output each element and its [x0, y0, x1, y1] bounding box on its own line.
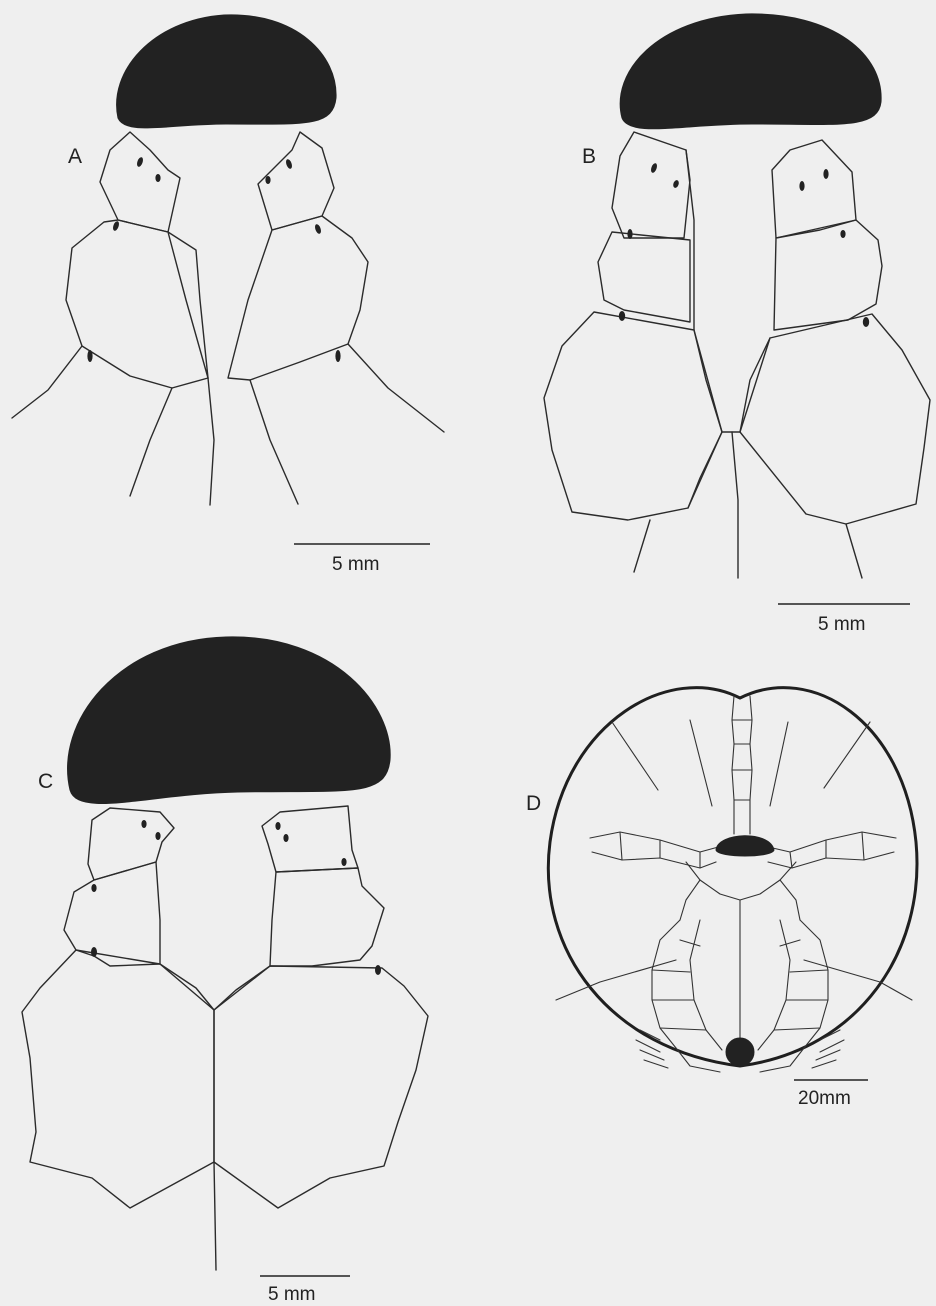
panel-b: B 5 mm [544, 14, 930, 635]
panel-b-pores [619, 162, 869, 327]
panel-a-scale-label: 5 mm [332, 554, 380, 575]
panel-a-label: A [68, 145, 82, 168]
panel-a-plate-outlines [12, 132, 444, 505]
panel-b-scale-label: 5 mm [818, 614, 866, 635]
panel-c-scale-bar: 5 mm [260, 1276, 350, 1305]
panel-c-plate-outlines [22, 806, 428, 1270]
panel-c-pores [91, 820, 381, 975]
panel-b-plate-outlines [544, 132, 930, 578]
panel-d-plate-network [556, 696, 912, 1072]
panel-d-scale-bar: 20mm [794, 1080, 868, 1109]
panel-c-peristome [68, 637, 391, 804]
panel-b-label: B [582, 145, 596, 168]
panel-d-scale-label: 20mm [798, 1088, 851, 1109]
panel-c-scale-label: 5 mm [268, 1284, 316, 1305]
panel-d-solid-marks [716, 836, 774, 1066]
panel-d: D [526, 688, 917, 1109]
panel-a-peristome [117, 15, 336, 128]
panel-c: C 5 mm [22, 637, 428, 1305]
panel-d-periproct [726, 1038, 754, 1066]
panel-c-label: C [38, 770, 53, 793]
panel-b-scale-bar: 5 mm [778, 604, 910, 635]
panel-a-scale-bar: 5 mm [294, 544, 430, 575]
panel-d-label: D [526, 792, 541, 815]
panel-a: A 5 mm [12, 15, 444, 575]
panel-d-peristome [716, 836, 774, 856]
panel-a-pores [87, 156, 340, 362]
panel-b-peristome [620, 14, 881, 129]
panel-d-test-outline [548, 688, 917, 1066]
